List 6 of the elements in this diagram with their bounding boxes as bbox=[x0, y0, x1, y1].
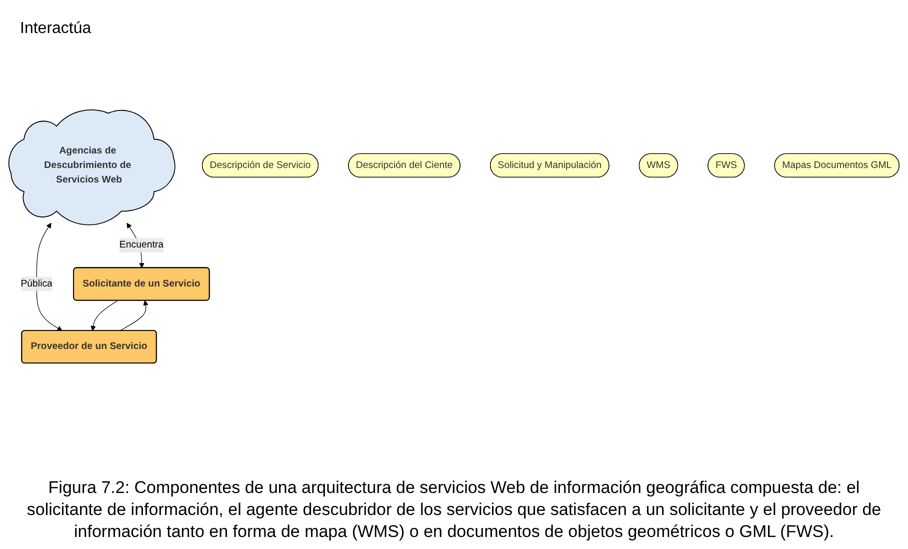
arrow bbox=[119, 300, 148, 331]
edge-label: Pública bbox=[20, 278, 52, 289]
arrow bbox=[90, 300, 118, 331]
caption: Figura 7.2: Componentes de una arquitectura de servicios Web de información geográfica compuesta de: el solicitante de información, el agente descubridor de los servicios que satisfacen a un solicitante y el proveedor de información tanto en forma de mapa (WMS) o en documentos de objetos geométricos o GML (FWS). bbox=[26, 476, 882, 543]
note-text: Interactúa bbox=[20, 20, 92, 38]
edge-label: Encuentra bbox=[119, 240, 164, 250]
